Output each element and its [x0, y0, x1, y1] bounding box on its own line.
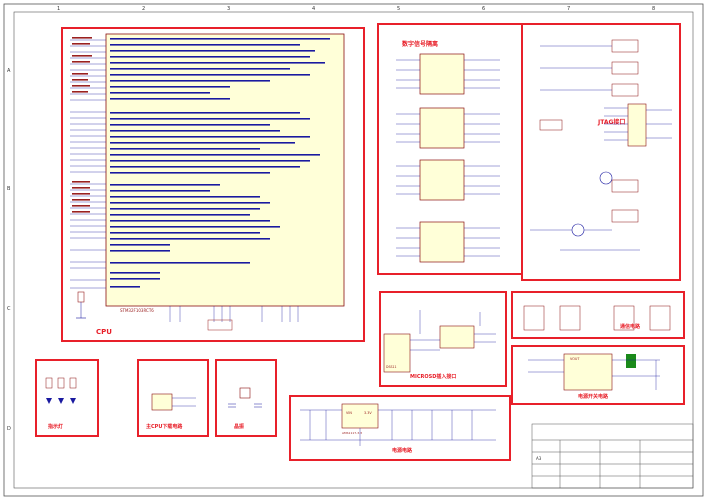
indicator-leds	[45, 377, 77, 404]
microsd-wires	[410, 310, 496, 351]
cpu-net-labels	[72, 37, 92, 213]
power-switch-wires	[528, 359, 660, 390]
power-frame	[289, 395, 511, 461]
row-marker: D	[7, 426, 11, 432]
ldo-out-label: 3.3V	[364, 411, 372, 415]
ldo-part-name: AMS1117-3.3	[342, 431, 362, 435]
indicator-title: 指示灯	[48, 423, 63, 430]
crystal-caps	[228, 403, 262, 408]
ldo-pin-label: VIN	[346, 411, 352, 415]
col-marker: 3	[227, 6, 230, 12]
indicator-frame	[35, 359, 99, 437]
row-marker: A	[7, 68, 11, 74]
power-switch-frame	[511, 345, 685, 405]
crystal-title: 晶振	[234, 423, 244, 430]
jtag-header	[604, 103, 647, 147]
iso-chip-4	[396, 221, 500, 263]
power-wires	[300, 409, 496, 446]
download-frame	[137, 359, 209, 437]
cpu-chip	[105, 33, 345, 307]
iso-chip-1	[396, 53, 500, 95]
microsd-title: MICROSD插入接口	[410, 373, 456, 380]
iso-chip-2	[396, 107, 500, 149]
crystal-part	[239, 387, 251, 399]
comm-title: 通信电路	[620, 323, 641, 330]
jtag-title: JTAG接口	[597, 118, 625, 126]
title-block	[531, 423, 694, 489]
digital-iso-title: 数字信号隔离	[402, 40, 438, 48]
column-markers: 1 2 3 4 5 6 7 8	[57, 6, 655, 12]
power-title: 电源电路	[392, 447, 413, 454]
jtag-wires	[530, 45, 672, 251]
col-marker: 4	[312, 6, 315, 12]
cpu-chip-name: STM32F103RCT6	[120, 308, 154, 313]
col-marker: 2	[142, 6, 145, 12]
crystal-frame	[215, 359, 277, 437]
microsd-socket	[383, 333, 411, 373]
cpu-title: CPU	[96, 328, 112, 336]
iso-chip-3	[396, 159, 500, 201]
col-marker: 1	[57, 6, 60, 12]
microsd-level-chip	[439, 325, 475, 349]
col-marker: 8	[652, 6, 655, 12]
download-title: 主CPU下载电路	[146, 423, 183, 430]
download-connector	[151, 393, 173, 411]
title-block-size: A3	[536, 456, 542, 461]
ldo-chip	[341, 403, 379, 429]
cpu-decoupling	[207, 319, 233, 331]
power-switch-pin: VOUT	[570, 357, 580, 361]
row-marker: B	[7, 186, 11, 192]
cpu-frame	[61, 27, 365, 342]
col-marker: 7	[567, 6, 570, 12]
col-marker: 6	[482, 6, 485, 12]
comm-connectors	[523, 305, 671, 331]
microsd-frame	[379, 291, 507, 387]
microsd-ref: DSS11	[386, 365, 397, 369]
cpu-pin-lines	[70, 39, 299, 322]
col-marker: 5	[397, 6, 400, 12]
power-switch-title: 电源开关电路	[578, 393, 609, 400]
comm-frame	[511, 291, 685, 339]
cpu-pin-text-rows	[110, 38, 330, 288]
power-switch-mosfet	[626, 354, 636, 368]
drawing-border	[13, 11, 694, 489]
download-wires	[172, 397, 196, 407]
jtag-frame	[521, 23, 681, 281]
row-markers: A B C D	[7, 68, 11, 432]
row-marker: C	[7, 306, 11, 312]
